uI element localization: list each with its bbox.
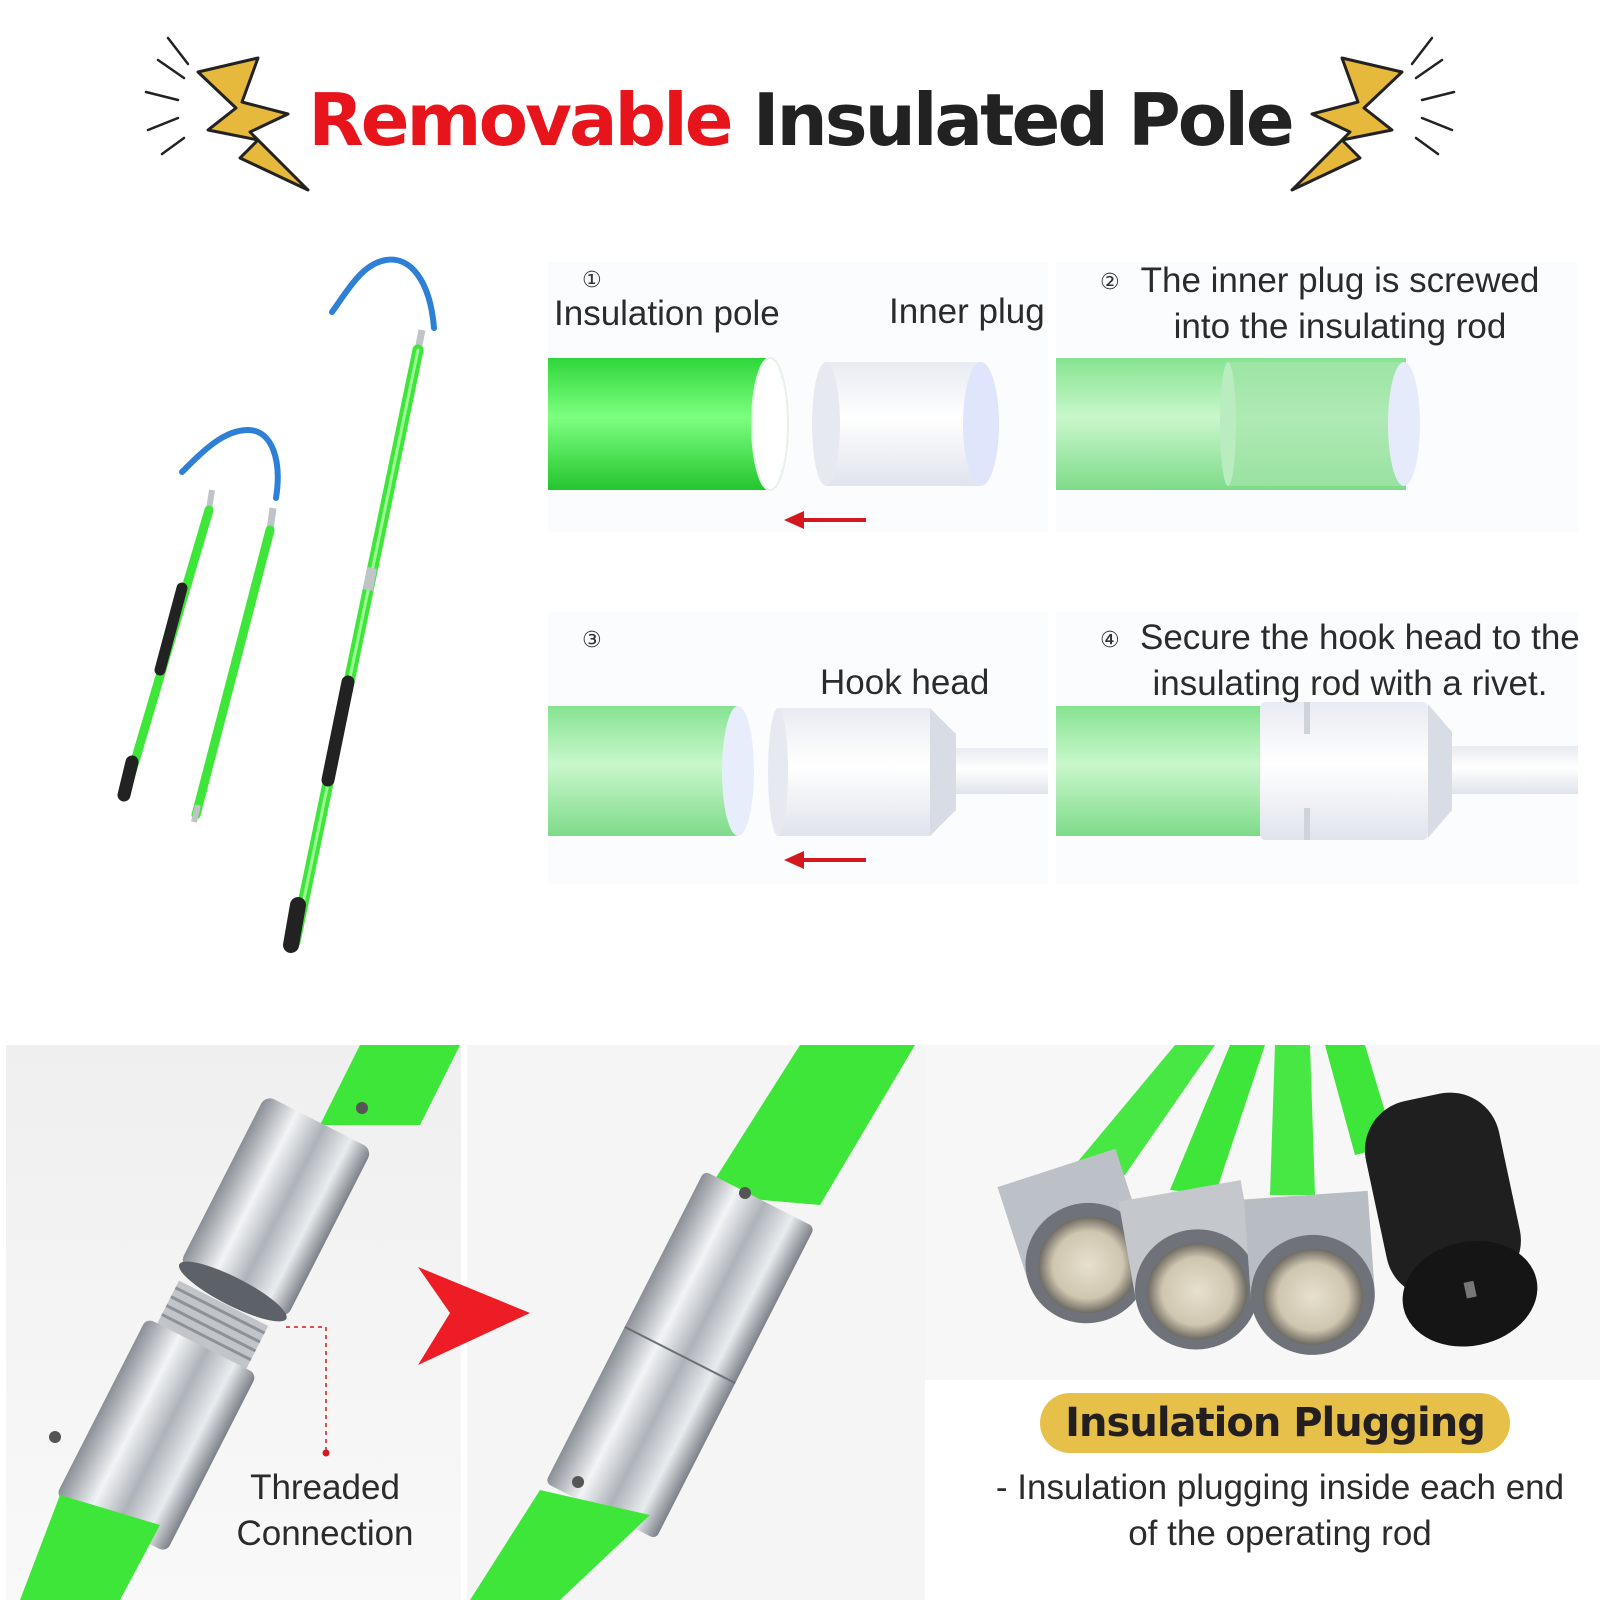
plug-desc-line: - Insulation plugging inside each end [995,1468,1565,1507]
steps-panel [548,262,1578,884]
step3-number: ③ [582,628,602,653]
product-poles-image [117,256,437,953]
insulation-plugging-image [925,1045,1600,1380]
red-arrow-left-icon [784,511,866,529]
step1-number: ① [582,268,602,293]
step2-text-line: into the insulating rod [1173,307,1507,346]
title-highlight: Removable [308,78,733,162]
step2-text: The inner plug is screwed into the insul… [1140,258,1540,350]
step3-hook-head-shape [768,708,1048,836]
step3-pole-shape [548,706,754,836]
page-title: Removable Insulated Pole [0,78,1600,162]
plug-desc-line: of the operating rod [1128,1514,1432,1553]
insulation-plugging-badge: Insulation Plugging [1040,1393,1510,1453]
step2-text-line: The inner plug is screwed [1140,261,1540,300]
long-pole [283,256,437,953]
step2-assembled-shape [1056,358,1420,490]
short-pole [117,489,215,802]
title-rest: Insulated Pole [752,78,1295,162]
insulation-plugging-description: - Insulation plugging inside each end of… [990,1465,1570,1557]
red-triangle-arrow-icon [418,1267,530,1365]
rubber-handle [1364,1092,1538,1347]
threaded-label-line: Threaded [250,1468,400,1507]
connected-pole [470,1045,915,1600]
step1-plug-shape [812,362,999,486]
metal-end-cap [1118,1180,1259,1350]
red-arrow-left-icon [784,851,866,869]
step2-number: ② [1100,270,1120,295]
step4-text-line: Secure the hook head to the [1140,618,1580,657]
threaded-pointer [286,1326,330,1457]
medium-pole [179,426,281,823]
disconnected-pole [20,1045,460,1600]
metal-end-cap [1243,1190,1375,1355]
step1-label-pole: Insulation pole [554,294,780,333]
step3-label-hook: Hook head [820,663,990,702]
step4-number: ④ [1100,628,1120,653]
threaded-connection-image [6,1045,925,1600]
step4-assembled-shape [1056,702,1578,840]
step4-text-line: insulating rod with a rivet. [1152,664,1548,703]
steps-diagram [548,262,1578,884]
lightning-bolt-icon [144,36,310,192]
threaded-connection-label: Threaded Connection [225,1465,425,1557]
lightning-bolt-icon [1290,36,1456,192]
step4-text: Secure the hook head to the insulating r… [1140,615,1580,707]
step1-pole-shape [548,357,789,491]
threaded-label-line: Connection [236,1514,414,1553]
step1-label-plug: Inner plug [889,292,1045,331]
metal-end-cap [997,1148,1150,1324]
